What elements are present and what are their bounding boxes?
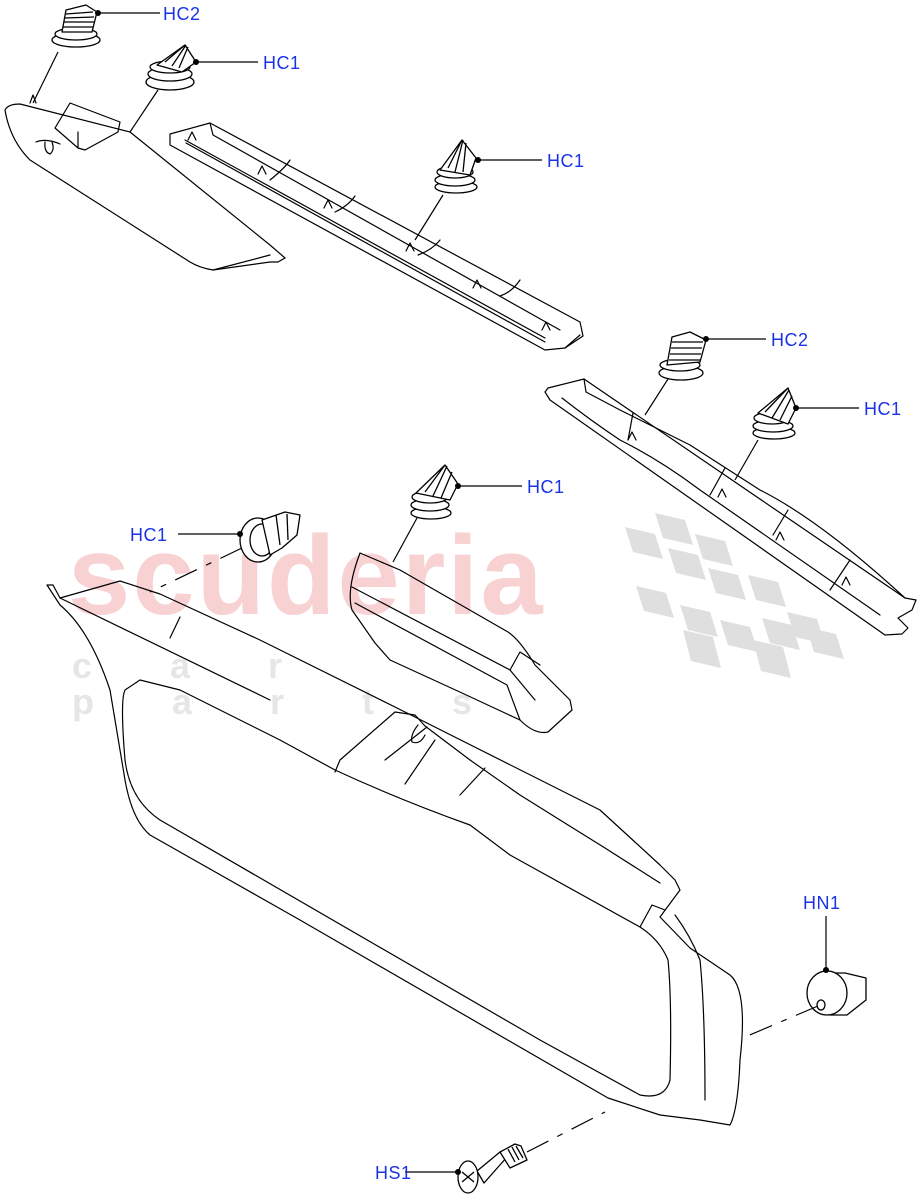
callout-hn1: HN1 bbox=[803, 893, 841, 913]
fastener-hc1-top bbox=[145, 44, 197, 91]
fastener-hc1-upper-rail bbox=[434, 139, 478, 194]
callout-hc1-middle: HC1 bbox=[527, 477, 565, 497]
fastener-hn1-nut bbox=[806, 970, 867, 1016]
left-pillar-trim bbox=[4, 94, 286, 271]
callout-hc1-left: HC1 bbox=[130, 525, 168, 545]
fastener-hc1-middle bbox=[410, 464, 459, 520]
upper-rail-trim bbox=[169, 122, 584, 351]
callout-hc1-upper-rail: HC1 bbox=[547, 151, 585, 171]
fastener-hc2-right bbox=[658, 331, 707, 381]
callout-hs1: HS1 bbox=[375, 1163, 412, 1183]
right-side-rail-trim bbox=[544, 378, 917, 636]
middle-trim-block bbox=[349, 552, 573, 734]
callout-hc1-right: HC1 bbox=[864, 399, 902, 419]
checkered-flag-watermark bbox=[625, 513, 844, 678]
callout-hc2-right: HC2 bbox=[771, 330, 809, 350]
fastener-hc2-top-left bbox=[51, 4, 101, 48]
callout-hc2-top-left: HC2 bbox=[163, 4, 201, 24]
fastener-hc1-right bbox=[752, 387, 797, 440]
fastener-hs1-screw bbox=[457, 1143, 528, 1194]
watermark-brand: scuderia bbox=[68, 513, 545, 638]
callout-hc1-top: HC1 bbox=[263, 53, 301, 73]
main-lower-trim-panel bbox=[46, 580, 744, 1126]
fastener-hc1-left bbox=[239, 511, 301, 563]
